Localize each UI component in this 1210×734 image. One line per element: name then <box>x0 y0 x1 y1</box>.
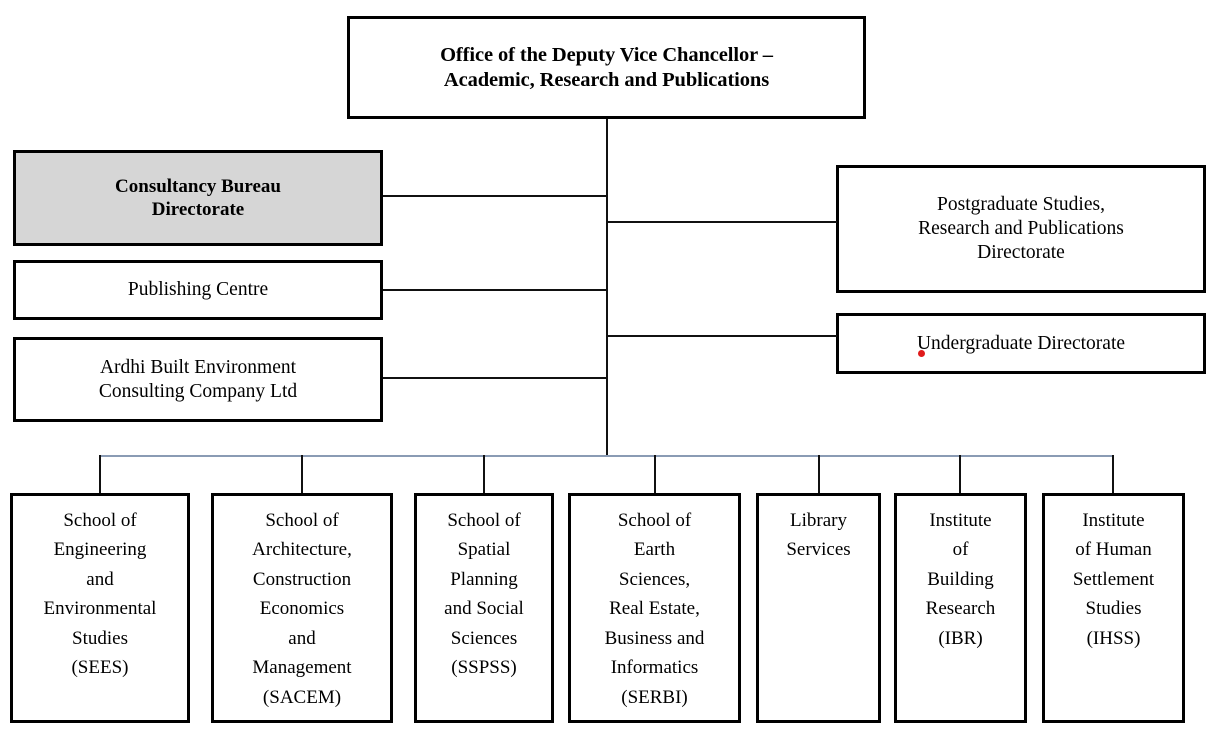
node-office-deputy-vice-chancellor[interactable]: Office of the Deputy Vice Chancellor – A… <box>347 16 866 119</box>
node-institute-of-human-settlement-studies[interactable]: Institute of Human Settlement Studies (I… <box>1042 493 1185 723</box>
node-school-of-engineering-and-environmental-studies[interactable]: School of Engineering and Environmental … <box>10 493 190 723</box>
node-undergraduate-directorate[interactable]: Undergraduate Directorate <box>836 313 1206 374</box>
connector-drop-sacem <box>301 455 303 493</box>
connector-root-stem <box>606 119 608 456</box>
connector-to-ardhi-company <box>383 377 607 379</box>
connector-drop-library-services <box>818 455 820 493</box>
connector-drop-ibr <box>959 455 961 493</box>
connector-to-publishing-centre <box>383 289 607 291</box>
connector-drop-ihss <box>1112 455 1114 493</box>
node-postgraduate-studies-research-publications-directorate[interactable]: Postgraduate Studies, Research and Publi… <box>836 165 1206 293</box>
node-school-of-architecture-construction-economics-and-management[interactable]: School of Architecture, Construction Eco… <box>211 493 393 723</box>
node-school-of-earth-sciences-real-estate-business-and-informatics[interactable]: School of Earth Sciences, Real Estate, B… <box>568 493 741 723</box>
node-institute-of-building-research[interactable]: Institute of Building Research (IBR) <box>894 493 1027 723</box>
connector-bottom-bus <box>100 455 1114 457</box>
node-library-services[interactable]: Library Services <box>756 493 881 723</box>
connector-drop-serbi <box>654 455 656 493</box>
connector-to-postgraduate-directorate <box>607 221 837 223</box>
connector-drop-sspss <box>483 455 485 493</box>
connector-drop-sees <box>99 455 101 493</box>
node-school-of-spatial-planning-and-social-sciences[interactable]: School of Spatial Planning and Social Sc… <box>414 493 554 723</box>
red-dot-marker <box>918 350 925 357</box>
connector-to-undergraduate-directorate <box>607 335 837 337</box>
node-consultancy-bureau-directorate[interactable]: Consultancy Bureau Directorate <box>13 150 383 246</box>
node-publishing-centre[interactable]: Publishing Centre <box>13 260 383 320</box>
node-ardhi-built-environment-consulting-company-ltd[interactable]: Ardhi Built Environment Consulting Compa… <box>13 337 383 422</box>
connector-to-consultancy-bureau <box>383 195 607 197</box>
